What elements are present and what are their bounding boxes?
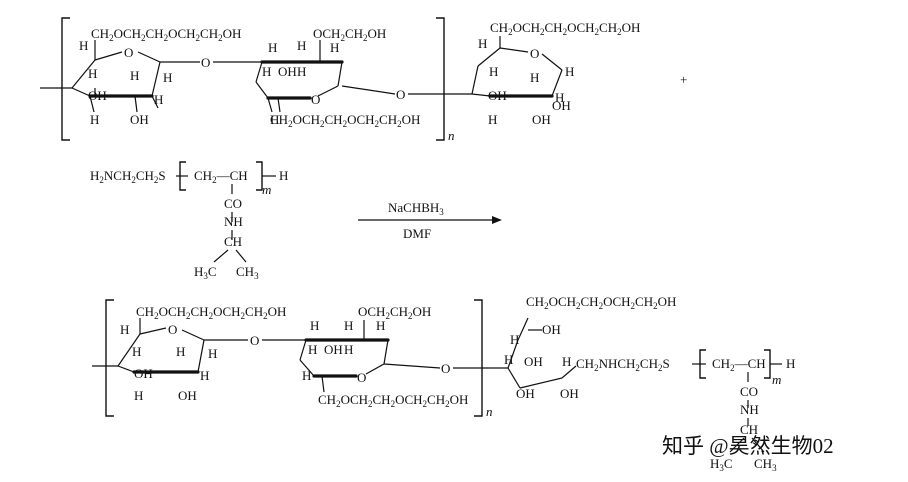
- svg-text:H: H: [488, 112, 497, 127]
- svg-text:O: O: [124, 45, 133, 60]
- product-isopropyl-right: CH3: [754, 456, 777, 473]
- svg-text:O: O: [396, 87, 405, 102]
- repeat-n-label: n: [448, 128, 455, 143]
- left-bracket: [61, 17, 70, 141]
- svg-text:OH: OH: [542, 322, 561, 337]
- peptide-backbone: CH2—CH: [194, 168, 248, 185]
- svg-text:H: H: [176, 344, 185, 359]
- svg-text:H: H: [134, 388, 143, 403]
- svg-text:H: H: [130, 68, 139, 83]
- svg-text:OH: OH: [532, 112, 551, 127]
- reaction-arrow: NaCHBH3 DMF: [358, 200, 502, 241]
- reagent-label: NaCHBH3: [388, 200, 444, 217]
- svg-text:H: H: [344, 342, 353, 357]
- reactant-peptide: H2NCH2CH2S CH2—CH H m CO NH CH H3C CH3: [90, 161, 288, 281]
- product-isopropyl-left: H3C: [710, 456, 733, 473]
- peptide-left-group: H2NCH2CH2S: [90, 168, 166, 185]
- svg-text:H: H: [200, 368, 209, 383]
- svg-text:OH: OH: [560, 386, 579, 401]
- svg-text:O: O: [201, 55, 210, 70]
- svg-text:OH: OH: [278, 64, 297, 79]
- repeat-m-label: m: [262, 182, 271, 197]
- svg-text:H: H: [90, 112, 99, 127]
- peptide-co: CO: [224, 196, 242, 211]
- solvent-label: DMF: [403, 226, 431, 241]
- svg-text:H: H: [530, 70, 539, 85]
- svg-text:H: H: [297, 38, 306, 53]
- svg-text:H: H: [504, 352, 513, 367]
- product-ring2-bottom-chain: CH2OCH2CH2OCH2CH2OH: [318, 392, 468, 409]
- svg-text:O: O: [357, 370, 366, 385]
- svg-text:H: H: [268, 40, 277, 55]
- ring2-top-chain: OCH2CH2OH: [313, 26, 386, 43]
- product-nh: NH: [740, 402, 759, 417]
- svg-text:OH: OH: [524, 354, 543, 369]
- svg-text:H: H: [88, 66, 97, 81]
- product-co: CO: [740, 384, 758, 399]
- isopropyl-right: CH3: [236, 264, 259, 281]
- svg-text:O: O: [311, 92, 320, 107]
- svg-text:OH: OH: [516, 386, 535, 401]
- svg-text:H: H: [478, 36, 487, 51]
- svg-text:H: H: [163, 70, 172, 85]
- svg-text:H: H: [489, 64, 498, 79]
- svg-text:H: H: [132, 344, 141, 359]
- svg-text:H: H: [302, 368, 311, 383]
- svg-text:OH: OH: [130, 112, 149, 127]
- peptide-ch: CH: [224, 234, 242, 249]
- reactant-polymer: n O CH2OCH2CH2OCH2CH2OH H H H H OH H OH …: [40, 17, 472, 143]
- product-repeat-n: n: [486, 404, 493, 419]
- ring2-bottom-chain: CH2OCH2CH2OCH2CH2OH: [270, 112, 420, 129]
- product-ring1-chain: CH2OCH2CH2OCH2CH2OH: [136, 304, 286, 321]
- svg-text:OH: OH: [324, 342, 343, 357]
- product-linker: CH2NHCH2CH2S: [576, 356, 670, 373]
- svg-text:H: H: [79, 38, 88, 53]
- svg-text:H: H: [330, 40, 339, 55]
- svg-text:OH: OH: [134, 366, 153, 381]
- svg-text:O: O: [530, 46, 539, 61]
- product-open-chain: CH2OCH2CH2OCH2CH2OH: [526, 294, 676, 311]
- ring1-chain: CH2OCH2CH2OCH2CH2OH: [91, 26, 241, 43]
- peptide-nh: NH: [224, 214, 243, 229]
- right-bracket: [436, 17, 445, 141]
- svg-text:OH: OH: [552, 98, 571, 113]
- svg-text:H: H: [344, 318, 353, 333]
- svg-text:H: H: [154, 92, 163, 107]
- product: n O CH2OCH2CH2OCH2CH2OH H H H H OH H OH …: [92, 294, 795, 473]
- svg-text:H: H: [565, 64, 574, 79]
- peptide-end-h: H: [279, 168, 288, 183]
- svg-text:O: O: [441, 361, 450, 376]
- svg-text:H: H: [555, 90, 564, 105]
- ring-1: O CH2OCH2CH2OCH2CH2OH H H H H OH H OH H: [71, 26, 241, 127]
- isopropyl-left: H3C: [194, 264, 217, 281]
- svg-text:OH: OH: [178, 388, 197, 403]
- end-ring: O CH2OCH2CH2OCH2CH2OH H H H H OH H OH H …: [471, 20, 640, 127]
- ring-2: O H H OH H H H OCH2CH2OH H CH2OCH2CH2OCH…: [255, 26, 420, 129]
- svg-text:H: H: [208, 346, 217, 361]
- product-backbone: CH2—CH: [712, 356, 766, 373]
- product-repeat-m: m: [772, 372, 781, 387]
- end-ring-chain: CH2OCH2CH2OCH2CH2OH: [490, 20, 640, 37]
- svg-text:H: H: [510, 332, 519, 347]
- product-end-h: H: [786, 356, 795, 371]
- svg-text:H: H: [262, 64, 271, 79]
- svg-text:H: H: [308, 342, 317, 357]
- watermark: 知乎 @昊然生物02: [662, 434, 834, 458]
- product-ch: CH: [740, 422, 758, 437]
- svg-text:H: H: [562, 354, 571, 369]
- svg-text:H: H: [310, 318, 319, 333]
- svg-text:H: H: [120, 322, 129, 337]
- svg-text:O: O: [250, 333, 259, 348]
- svg-text:H: H: [376, 318, 385, 333]
- product-ring2-top-chain: OCH2CH2OH: [358, 304, 431, 321]
- svg-text:H: H: [270, 112, 279, 127]
- plus-sign: +: [680, 72, 687, 87]
- svg-text:OH: OH: [88, 88, 107, 103]
- svg-text:H: H: [297, 64, 306, 79]
- svg-text:OH: OH: [488, 88, 507, 103]
- svg-text:O: O: [168, 322, 177, 337]
